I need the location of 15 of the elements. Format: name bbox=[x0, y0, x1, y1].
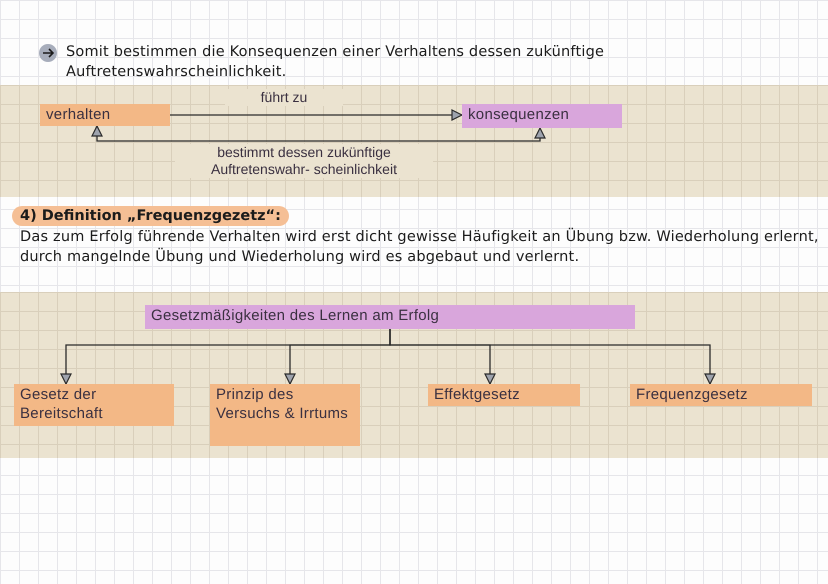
highlighted-label: Frequenzgesetz bbox=[630, 384, 812, 406]
arrow bbox=[389, 329, 716, 385]
highlighted-label: Gesetzmäßigkeiten des Lernen am Erfolg bbox=[145, 305, 635, 329]
highlighted-label: konsequenzen bbox=[462, 104, 622, 128]
note-text: Somit bestimmen die Konsequenzen einer Verhaltens dessen zukünftige Auftretenswahrscheinlichkeit. bbox=[66, 43, 606, 82]
highlighted-label: Gesetz der Bereitschaft bbox=[14, 384, 174, 426]
highlighted-label: Effektgesetz bbox=[428, 384, 580, 406]
arrow bbox=[91, 125, 546, 142]
edge-label: bestimmt dessen zukünftige Auftretenswahr- scheinlichkeit bbox=[175, 144, 433, 178]
arrow bbox=[170, 109, 463, 121]
highlighted-label: verhalten bbox=[40, 104, 170, 126]
section-heading: 4) Definition „Frequenzgezetz“: bbox=[12, 206, 289, 226]
edge-label: führt zu bbox=[225, 89, 343, 106]
highlighted-label: Prinzip des Versuchs & Irrtums bbox=[210, 384, 360, 446]
definition-text: Das zum Erfolg führende Verhalten wird erst dicht gewisse Häufigkeit an Übung bzw. Wiederholung erlernt, durch mangelnde Übung und Wiederholung wird es abgebaut und verlernt. bbox=[20, 227, 820, 267]
